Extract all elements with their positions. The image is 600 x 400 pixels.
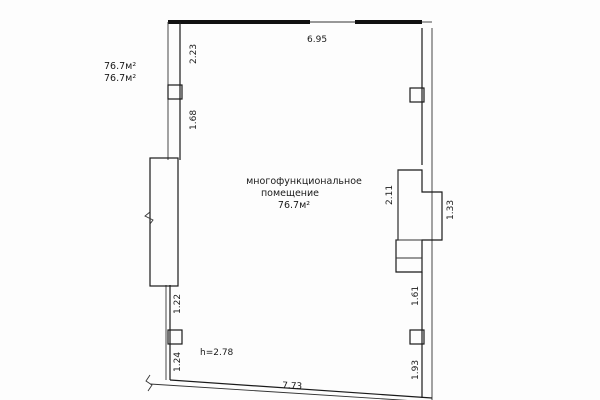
bottom-wall-outer xyxy=(149,383,408,400)
dim-left-top: 2.23 xyxy=(189,44,199,64)
dim-right-upper: 2.11 xyxy=(385,185,395,205)
dim-right-mid: 1.61 xyxy=(411,286,421,306)
column-right-top xyxy=(409,87,425,103)
area-summary-line2: 76.7м² xyxy=(104,73,136,84)
dim-left-lower: 1.22 xyxy=(173,294,183,314)
dim-top-width: 6.95 xyxy=(307,35,327,45)
column-left-bottom xyxy=(167,329,183,345)
bottom-wall xyxy=(169,379,433,399)
dim-left-bottom: 1.24 xyxy=(173,352,183,372)
dim-bottom-width: 7.73 xyxy=(282,381,303,392)
dim-right-niche: 1.33 xyxy=(446,200,456,220)
break-mark xyxy=(144,211,154,225)
room-name-line1: многофункциональное xyxy=(246,176,362,187)
dim-left-mid: 1.68 xyxy=(189,110,199,130)
room-area: 76.7м² xyxy=(278,200,310,211)
dim-right-bottom: 1.93 xyxy=(411,360,421,380)
bottom-left-break xyxy=(145,374,153,392)
right-niche xyxy=(395,169,443,273)
column-left-top xyxy=(167,84,183,100)
room-name-line2: помещение xyxy=(261,188,319,199)
left-recess xyxy=(149,157,179,287)
ceiling-height: h=2.78 xyxy=(200,348,234,358)
area-summary-line1: 76.7м² xyxy=(104,61,136,72)
column-right-bottom xyxy=(409,329,425,345)
